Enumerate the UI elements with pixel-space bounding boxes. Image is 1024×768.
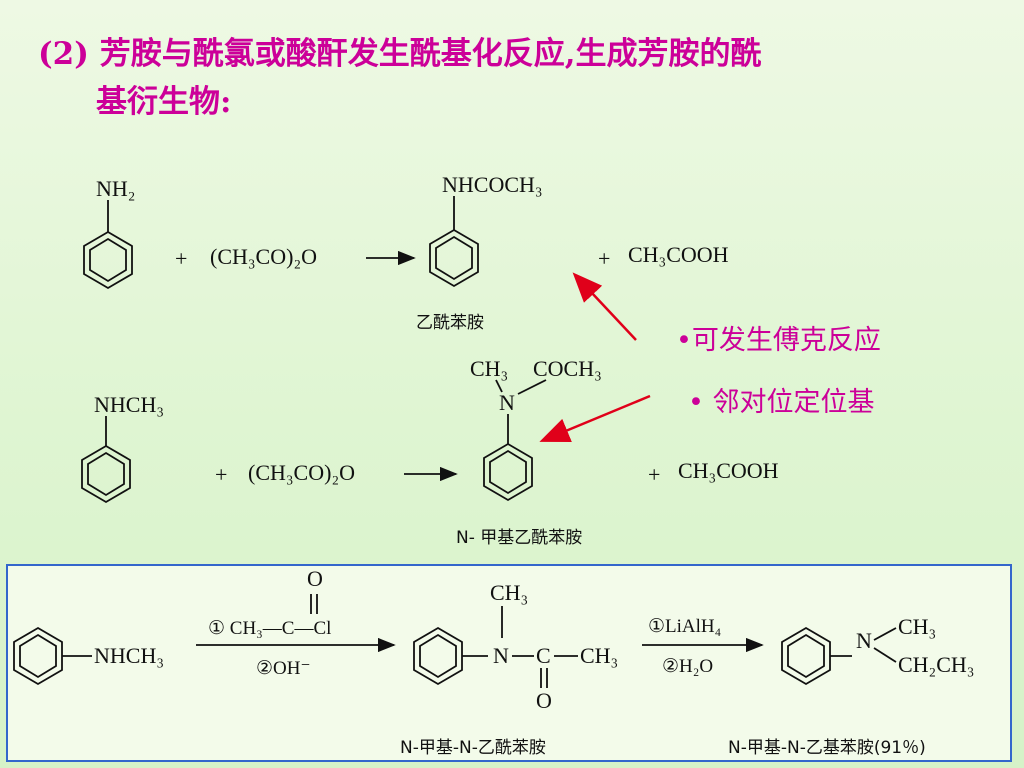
acetic-acid-label-2: CH₃COOH [678,458,779,483]
acetic-anhydride-label: (CH₃CO)₂O [210,244,317,269]
acetanilide-name: 乙酰苯胺 [416,313,484,333]
plus-sign-2: + [598,246,610,271]
benzene-ring-n-methylaniline [81,416,131,504]
product-ethyl-label: CH₂CH₃ [898,652,974,677]
benzene-ring-acetanilide [429,196,479,288]
note-ortho-para-director: • 邻对位定位基 [688,387,875,418]
intermediate-oxygen-label: O [536,688,552,713]
intermediate-methyl-right-label: CH₃ [580,643,618,668]
product-methyl-label: CH₃ [898,614,936,639]
note-friedel-crafts: •可发生傅克反应 [676,325,881,356]
lialh4-label: ①LiAlH₄ [648,616,721,637]
title-line-1: (2) 芳胺与酰氯或酸酐发生酰基化反应,生成芳胺的酰 [38,36,762,72]
acetic-anhydride-label-2: (CH₃CO)₂O [248,460,355,485]
intermediate-methyl-label: CH₃ [490,580,528,605]
hydroxide-label: ②OH⁻ [256,658,311,679]
red-arrow-upper [572,272,637,341]
acetyl-chloride-label: ① CH₃—C—Cl [208,618,331,639]
plus-sign-4: + [648,462,660,487]
n-methyl-label: CH₃ [470,356,508,381]
intermediate-carbon-label: C [536,643,551,668]
benzene-ring-product-3 [781,626,852,686]
methylamino-group-label: NHCH₃ [94,392,164,417]
benzene-ring-start [13,626,92,686]
reaction-3-box [6,564,1012,762]
methylamino-label-3: NHCH₃ [94,643,164,668]
slide-title: (2) 芳胺与酰氯或酸酐发生酰基化反应,生成芳胺的酰 基衍生物: [38,30,968,126]
reaction-3: NHCH₃ O ① CH₃—C—Cl ②OH⁻ CH₃ N C CH₃ O ①L… [13,566,974,758]
product-name: N-甲基-N-乙基苯胺(91％) [728,738,926,758]
product-nitrogen-label: N [856,628,872,653]
nitrogen-label: N [499,390,515,415]
title-line-2: 基衍生物: [96,84,232,120]
acetic-acid-label: CH₃COOH [628,242,729,267]
carbonyl-oxygen-label: O [307,566,323,591]
intermediate-name: N-甲基-N-乙酰苯胺 [400,738,546,758]
benzene-ring-aniline [83,200,133,290]
red-arrow-lower [539,394,651,442]
n-methylacetanilide-name: N- 甲基乙酰苯胺 [456,528,582,548]
amine-group-label: NH₂ [96,176,135,201]
n-acetyl-label: COCH₃ [533,356,602,381]
reaction-2: NHCH₃ + (CH₃CO)₂O CH₃ COCH₃ N + CH₃COOH … [81,356,779,548]
plus-sign-3: + [215,462,227,487]
water-label: ②H₂O [662,656,713,677]
intermediate-nitrogen-label: N [493,643,509,668]
benzene-ring-product-2 [483,414,533,502]
acetamido-group-label: NHCOCH₃ [442,172,543,197]
reaction-1: NH₂ + (CH₃CO)₂O NHCOCH₃ + CH₃COOH 乙酰苯胺 [83,172,729,333]
plus-sign-1: + [175,246,187,271]
benzene-ring-intermediate [413,626,488,686]
